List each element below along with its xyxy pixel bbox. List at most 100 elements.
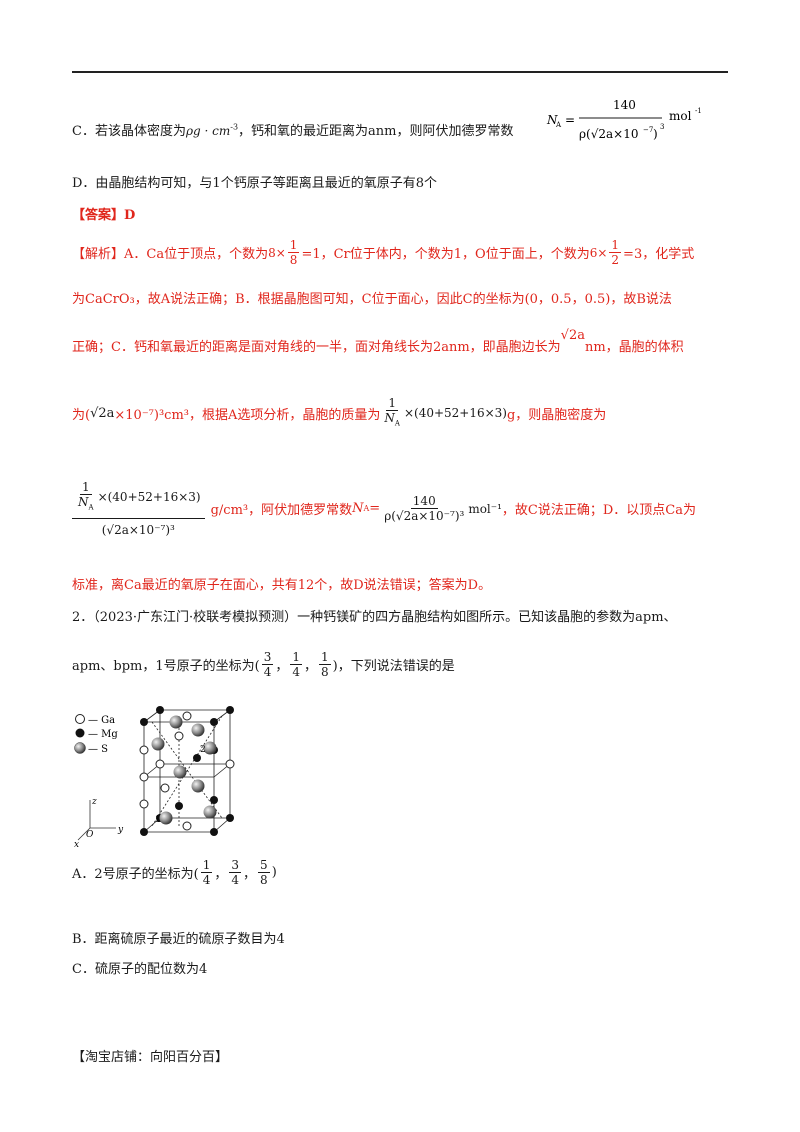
s-atom (151, 737, 165, 751)
crystal-structure-figure: — Ga — Mg — S z O y x (74, 706, 235, 850)
mg-atom (140, 828, 148, 836)
analysis-line-3: 正确；C．钙和氧最近的距离是面对角线的一半，面对角线长为2anm，即晶胞边长为 … (72, 328, 684, 355)
frac-num: 1 (290, 650, 303, 665)
frac-den-sub: A (88, 503, 94, 512)
frac-num: 1 (319, 650, 331, 665)
frac-den: ρ(√2a×10⁻⁷)³ (384, 509, 465, 524)
axes (77, 800, 116, 841)
frac-num: 1 (200, 858, 213, 873)
ga-atom (225, 759, 235, 769)
formula-unit: mol (669, 109, 692, 123)
ga-atom (139, 772, 149, 782)
rho-unit: ρg · cm (185, 124, 231, 138)
q2-opt-a-prefix: A．2号原子的坐标为( (72, 867, 199, 882)
legend-mg: — Mg (88, 729, 118, 740)
atoms (139, 706, 235, 836)
q2-option-c: C．硫原子的配位数为4 (72, 962, 208, 977)
s-atom (191, 779, 205, 793)
frac-num: 1 (79, 480, 92, 495)
ga-atom (139, 799, 149, 809)
rho-exp: -3 (230, 122, 239, 132)
option-d: D．由晶胞结构可知，与1个钙原子等距离且最近的氧原子有8个 (72, 176, 437, 191)
q2-l2-a: apm、bpm，1号原子的坐标为( (72, 659, 260, 674)
analysis-l5-b: ，故C说法正确；D．以顶点Ca为 (501, 503, 696, 519)
mg-atom (140, 718, 148, 726)
mg-legend-icon (75, 728, 85, 738)
option-c: C．若该晶体密度为ρg · cm-3，钙和氧的最近距离为anm，则阿伏加德罗常数 (72, 120, 513, 139)
mass-expression: ×(40+52+16×3) (97, 490, 201, 505)
sqrt-2a: √2a (560, 328, 585, 343)
ga-atom (182, 711, 192, 721)
s-atom (203, 805, 217, 819)
axis-y-label: y (117, 825, 124, 835)
mg-atom (226, 814, 234, 822)
analysis-l5-a: g/cm³，阿伏加德罗常数 (210, 503, 353, 519)
legend-ga: — Ga (88, 715, 115, 726)
s-atom (173, 765, 187, 779)
ga-atom (139, 745, 149, 755)
frac-num: 5 (258, 858, 270, 873)
q2-line-1: 2．（2023·广东江门·校联考模拟预测）一种钙镁矿的四方晶胞结构如图所示。已知… (72, 610, 677, 625)
q2-l2-b: )，下列说法错误的是 (332, 659, 455, 674)
axis-x-label: x (74, 840, 79, 850)
frac-num: 3 (229, 858, 242, 873)
frac-num: 140 (410, 494, 438, 510)
unit-mol: mol⁻¹ (468, 501, 502, 516)
analysis-l3-a: 正确；C．钙和氧最近的距离是面对角线的一半，面对角线长为2anm，即晶胞边长为 (72, 340, 561, 355)
mg-atom (175, 802, 183, 810)
axis-z-label: z (91, 797, 97, 807)
formula-unit-exp: -1 (695, 107, 702, 115)
sqrt-2a: √2a (90, 405, 115, 421)
s-atom (191, 723, 205, 737)
analysis-l1-f2-pre: 6× (589, 245, 608, 260)
analysis-l3-b: nm，晶胞的体积 (584, 340, 684, 355)
frac-den-sub: A (394, 419, 400, 428)
option-c-prefix: C．若该晶体密度为 (72, 124, 186, 139)
ga-atom (174, 731, 184, 741)
frac-num: 3 (261, 650, 274, 665)
frac-den: 4 (263, 665, 272, 679)
s-legend-icon (74, 742, 86, 754)
axis-origin-label: O (86, 830, 94, 840)
analysis-line-2: 为CaCrO₃，故A说法正确；B．根据晶胞图可知，C位于面心，因此C的坐标为(0… (72, 292, 672, 307)
formula-den-exp: −7 (643, 126, 653, 134)
formula-num: 140 (613, 98, 636, 112)
formula-den: ρ(√2a×10 (579, 127, 639, 141)
analysis-l4-b: ×10⁻⁷)³cm³，根据A选项分析，晶胞的质量为 (114, 407, 381, 423)
analysis-l1-f1-pre: 8× (268, 245, 286, 260)
legend-s: — S (88, 744, 108, 755)
ga-atom (155, 759, 165, 769)
frac-den: N (78, 495, 89, 509)
s-atom (159, 811, 173, 825)
frac-den: 2 (611, 253, 620, 267)
density-denominator: (√2a×10⁻⁷)³ (101, 523, 175, 538)
analysis-l1-c: =3，化学式 (623, 247, 695, 262)
na-symbol: N (352, 501, 364, 517)
frac-num: 1 (386, 396, 398, 411)
frac-den: 8 (260, 873, 268, 887)
avogadro-formula-svg: N A = 140 ρ(√2a×10 −7 ) 3 mol -1 (546, 98, 702, 141)
frac-den: N (384, 411, 395, 425)
frac-num: 1 (287, 238, 300, 253)
ga-legend-icon (75, 714, 85, 724)
mg-atom (226, 706, 234, 714)
answer: 【答案】D (72, 208, 136, 223)
svg-text:=: = (565, 113, 575, 127)
q2-opt-a-suffix: ) (271, 865, 277, 880)
analysis-line-6: 标准，离Ca最近的氧原子在面心，共有12个，故D说法错误；答案为D。 (72, 578, 492, 593)
mg-atom (210, 796, 218, 804)
frac-den: 8 (289, 253, 298, 267)
analysis-l4-d: g，则晶胞密度为 (506, 407, 607, 423)
